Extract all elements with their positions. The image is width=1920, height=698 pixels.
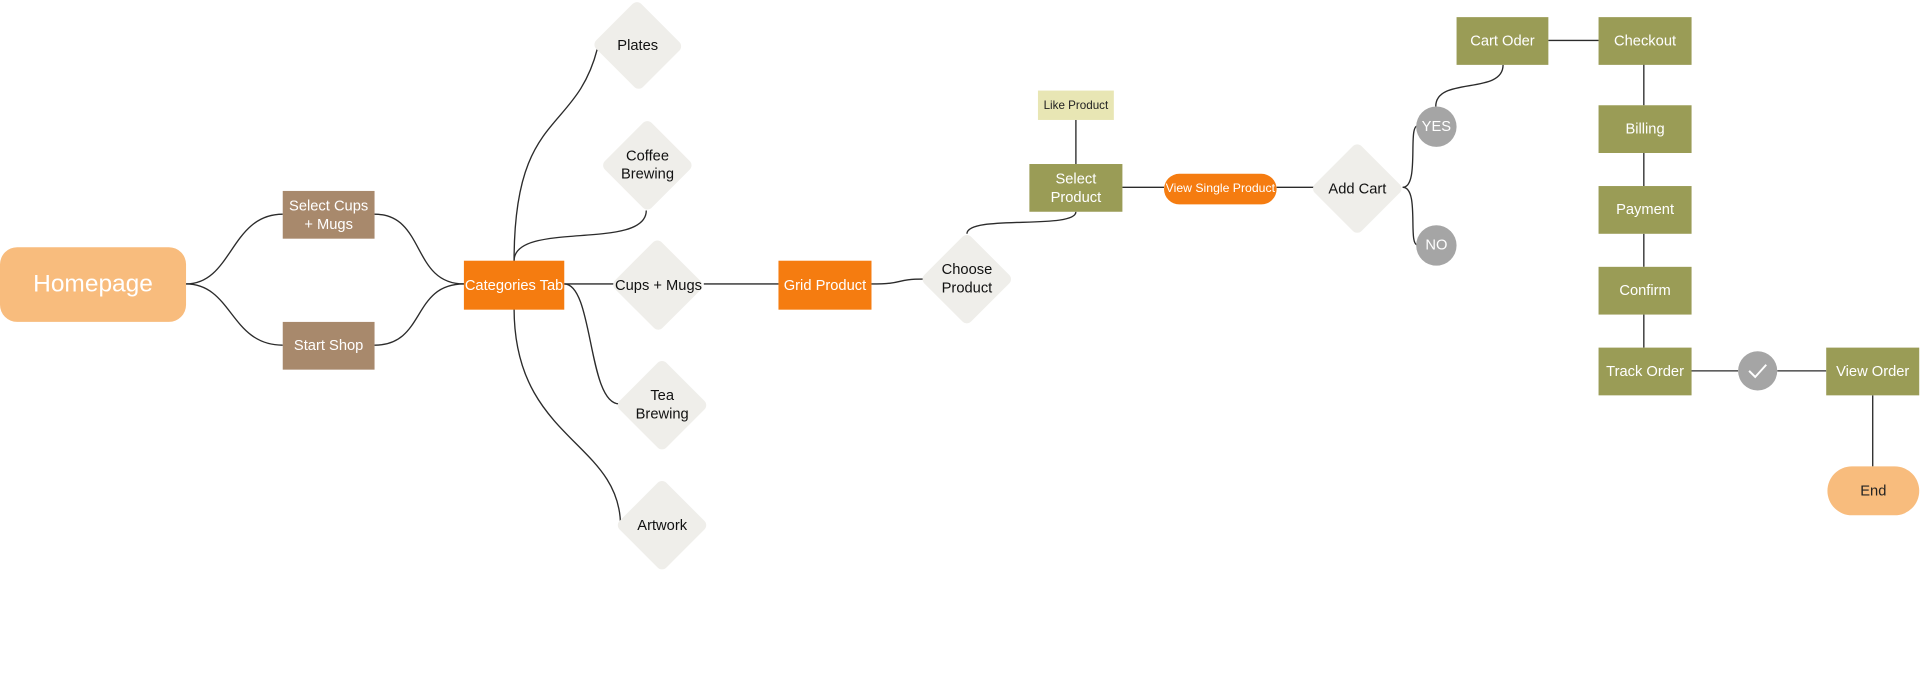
confirm-label: Confirm (1619, 281, 1671, 299)
link-select-categories (374, 213, 464, 285)
view-single-product-label: View Single Product (1165, 182, 1275, 196)
no-node[interactable]: NO (1416, 225, 1457, 266)
categories-tab-label: Categories Tab (464, 276, 564, 294)
checkout-node[interactable]: Checkout (1598, 17, 1692, 65)
select-product-node[interactable]: Select Product (1029, 164, 1123, 212)
artwork-node[interactable]: Artwork (616, 479, 709, 572)
billing-label: Billing (1625, 119, 1665, 138)
cart-oder-node[interactable]: Cart Oder (1456, 17, 1549, 65)
checkout-label: Checkout (1614, 31, 1677, 49)
confirm-node[interactable]: Confirm (1598, 266, 1692, 315)
end-node[interactable]: End (1827, 466, 1920, 516)
confirmed-check-node (1738, 351, 1778, 391)
artwork-label: Artwork (637, 515, 688, 534)
plates-label: Plates (617, 36, 659, 54)
link-grid-choose (871, 278, 925, 285)
grid-product-label: Grid Product (783, 276, 867, 294)
cups-mugs-label: Cups + Mugs (615, 276, 702, 294)
cart-oder-label: Cart Oder (1470, 31, 1535, 49)
link-yes-cart (1435, 64, 1504, 107)
tea-brewing-node[interactable]: Tea Brewing (616, 359, 709, 452)
track-order-node[interactable]: Track Order (1598, 347, 1692, 396)
like-product-label: Like Product (1043, 98, 1109, 112)
grid-product-node[interactable]: Grid Product (778, 260, 872, 310)
coffee-brewing-node[interactable]: Coffee Brewing (601, 119, 694, 212)
track-order-label: Track Order (1606, 362, 1684, 380)
select-cups-mugs-node[interactable]: Select Cups + Mugs (282, 190, 375, 239)
no-label: NO (1425, 236, 1448, 254)
billing-node[interactable]: Billing (1598, 105, 1692, 153)
view-order-label: View Order (1836, 362, 1910, 380)
end-label: End (1860, 481, 1887, 499)
choose-product-label: Choose Product (941, 260, 993, 297)
categories-tab-node[interactable]: Categories Tab (463, 260, 565, 310)
start-shop-node[interactable]: Start Shop (282, 321, 375, 370)
check-icon (1748, 364, 1767, 379)
coffee-brewing-label: Coffee Brewing (620, 146, 675, 183)
view-single-product-node[interactable]: View Single Product (1164, 173, 1277, 205)
yes-label: YES (1421, 117, 1452, 135)
homepage-label: Homepage (33, 270, 153, 298)
view-order-node[interactable]: View Order (1826, 347, 1920, 396)
select-cups-mugs-label: Select Cups + Mugs (289, 196, 369, 232)
link-categories-artwork (513, 308, 622, 527)
like-product-node[interactable]: Like Product (1037, 90, 1114, 120)
payment-label: Payment (1616, 200, 1675, 218)
yes-node[interactable]: YES (1416, 106, 1457, 147)
link-categories-tea (564, 283, 620, 405)
link-addcart-yes (1402, 125, 1418, 188)
add-cart-label: Add Cart (1328, 179, 1387, 197)
link-categories-coffee (513, 210, 647, 261)
link-choose-select (966, 211, 1077, 235)
plates-node[interactable]: Plates (591, 0, 684, 91)
select-product-label: Select Product (1050, 169, 1102, 206)
connector-lines (186, 39, 1874, 527)
payment-node[interactable]: Payment (1598, 186, 1692, 234)
link-addcart-no (1402, 186, 1418, 246)
link-homepage-start (186, 283, 283, 346)
link-start-categories (374, 283, 464, 346)
homepage-node[interactable]: Homepage (0, 247, 187, 322)
tea-brewing-label: Tea Brewing (635, 386, 689, 423)
choose-product-node[interactable]: Choose Product (920, 233, 1013, 326)
link-homepage-select (186, 213, 283, 285)
cups-mugs-node[interactable]: Cups + Mugs (611, 239, 706, 332)
link-categories-plates (513, 48, 598, 261)
start-shop-label: Start Shop (293, 336, 364, 354)
add-cart-node[interactable]: Add Cart (1311, 142, 1404, 235)
